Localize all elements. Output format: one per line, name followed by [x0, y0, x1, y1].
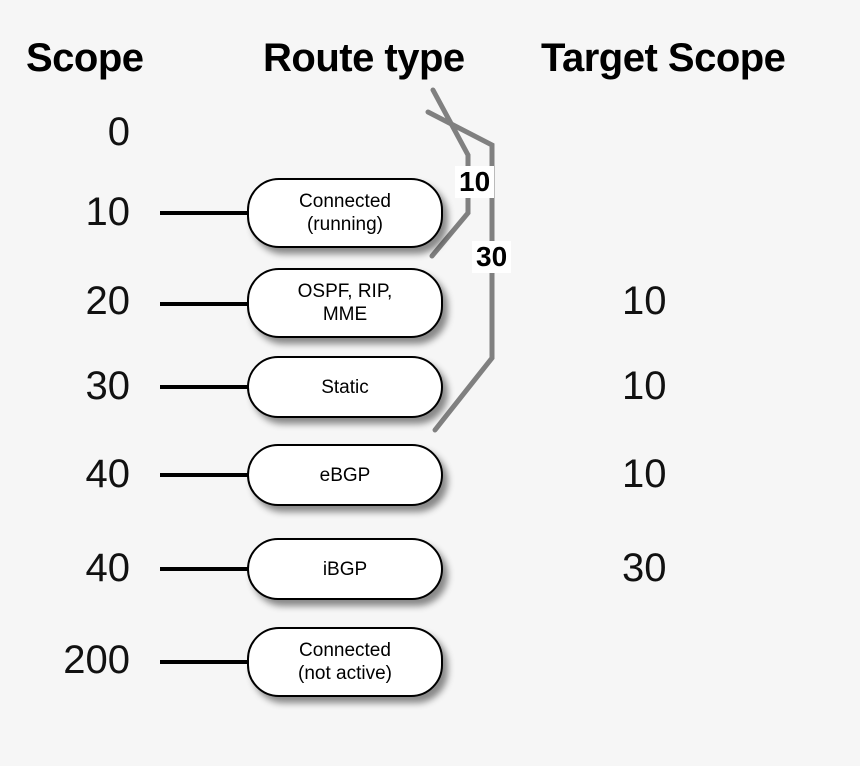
- target-scope-value: 10: [622, 364, 667, 408]
- target-scope-value: 10: [622, 279, 667, 323]
- scope-value: 40: [85, 452, 131, 496]
- bracket-label-30: 30: [472, 241, 512, 273]
- connector-line: [160, 302, 255, 306]
- route-node-label: OSPF, RIP, MME: [297, 281, 393, 325]
- route-node-connected-running[interactable]: Connected (running): [247, 178, 443, 248]
- scope-value: 10: [85, 190, 131, 234]
- bracket-label-10: 10: [455, 166, 495, 198]
- route-node-ebgp[interactable]: eBGP: [247, 444, 443, 506]
- column-header-route-type: Route type: [263, 36, 465, 80]
- route-node-ibgp[interactable]: iBGP: [247, 538, 443, 600]
- route-node-connected-not-active[interactable]: Connected (not active): [247, 627, 443, 697]
- scope-value: 40: [85, 546, 131, 590]
- route-node-label: eBGP: [319, 464, 371, 486]
- column-header-scope: Scope: [26, 36, 144, 80]
- connector-line: [160, 385, 255, 389]
- connector-line: [160, 567, 255, 571]
- connector-line: [160, 660, 255, 664]
- route-node-label: iBGP: [322, 558, 368, 580]
- route-node-label: Connected (not active): [298, 640, 392, 684]
- route-node-label: Static: [321, 376, 369, 398]
- route-node-static[interactable]: Static: [247, 356, 443, 418]
- connector-line: [160, 473, 255, 477]
- target-scope-value: 30: [622, 546, 667, 590]
- scope-value: 30: [85, 364, 131, 408]
- connector-line: [160, 211, 255, 215]
- scope-value: 20: [85, 279, 131, 323]
- scope-value: 0: [107, 110, 130, 154]
- target-scope-value: 10: [622, 452, 667, 496]
- column-header-target-scope: Target Scope: [541, 36, 786, 80]
- scope-value: 200: [63, 638, 130, 682]
- route-node-ospf-rip-mme[interactable]: OSPF, RIP, MME: [247, 268, 443, 338]
- route-node-label: Connected (running): [299, 191, 391, 235]
